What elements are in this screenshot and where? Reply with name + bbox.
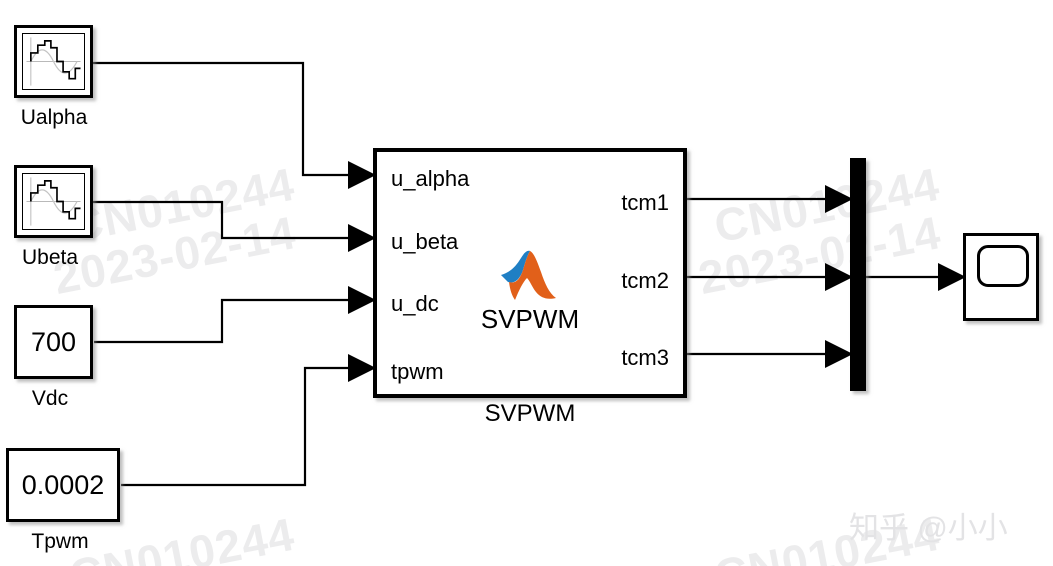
stepped-sine-icon: [22, 33, 85, 90]
constant-block-tpwm-label: Tpwm: [31, 530, 89, 553]
output-port-label-tcm2: tcm2: [621, 268, 669, 293]
watermark-id-left: CN010244: [65, 157, 299, 253]
wire-tpwm: [121, 366, 358, 487]
mux-block[interactable]: [850, 158, 866, 391]
matlab-membrane-icon: [499, 248, 561, 304]
signal-generator-ubeta-label: Ubeta: [21, 246, 79, 269]
constant-block-tpwm[interactable]: 0.0002: [6, 448, 120, 522]
arrow-mux-in-2: [825, 263, 853, 291]
arrow-mux-in-3: [825, 340, 853, 368]
stepped-sine-icon: [22, 173, 85, 230]
arrow-u-dc: [348, 286, 376, 314]
arrow-u-alpha: [348, 161, 376, 189]
arrow-mux-in-1: [825, 185, 853, 213]
arrow-u-beta: [348, 224, 376, 252]
input-port-label-tpwm: tpwm: [391, 359, 444, 384]
wire-vdc: [94, 298, 358, 344]
output-port-label-tcm3: tcm3: [621, 345, 669, 370]
output-port-label-tcm1: tcm1: [621, 190, 669, 215]
constant-block-vdc[interactable]: 700: [14, 305, 93, 379]
subsystem-icon-group: SVPWM: [377, 248, 683, 335]
wire-ualpha: [93, 61, 358, 177]
watermark-signature: 知乎 @小小: [849, 512, 1008, 545]
constant-block-vdc-label: Vdc: [31, 387, 69, 410]
scope-block[interactable]: [963, 233, 1039, 321]
signal-generator-ualpha[interactable]: [14, 25, 93, 98]
subsystem-block-svpwm-label: SVPWM: [484, 400, 576, 427]
signal-generator-ualpha-label: Ualpha: [20, 106, 88, 129]
constant-value-tpwm: 0.0002: [21, 469, 105, 500]
subsystem-icon-name: SVPWM: [480, 304, 580, 334]
watermark-id-bottom-right: CN010244: [710, 507, 944, 566]
subsystem-block-svpwm[interactable]: u_alpha u_beta u_dc tpwm tcm1 tcm2 tcm3 …: [373, 148, 687, 398]
input-port-label-u-beta: u_beta: [391, 229, 459, 254]
watermark-date-right: 2023-02-14: [694, 206, 946, 304]
wire-ubeta: [93, 200, 358, 240]
watermark-id-right: CN010244: [710, 157, 944, 253]
input-port-label-u-dc: u_dc: [391, 291, 439, 316]
signal-generator-ubeta[interactable]: [14, 165, 93, 238]
arrow-scope-in: [938, 263, 966, 291]
arrow-tpwm: [348, 354, 376, 382]
constant-value-vdc: 700: [30, 326, 77, 357]
scope-icon: [977, 245, 1029, 287]
input-port-label-u-alpha: u_alpha: [391, 166, 470, 191]
